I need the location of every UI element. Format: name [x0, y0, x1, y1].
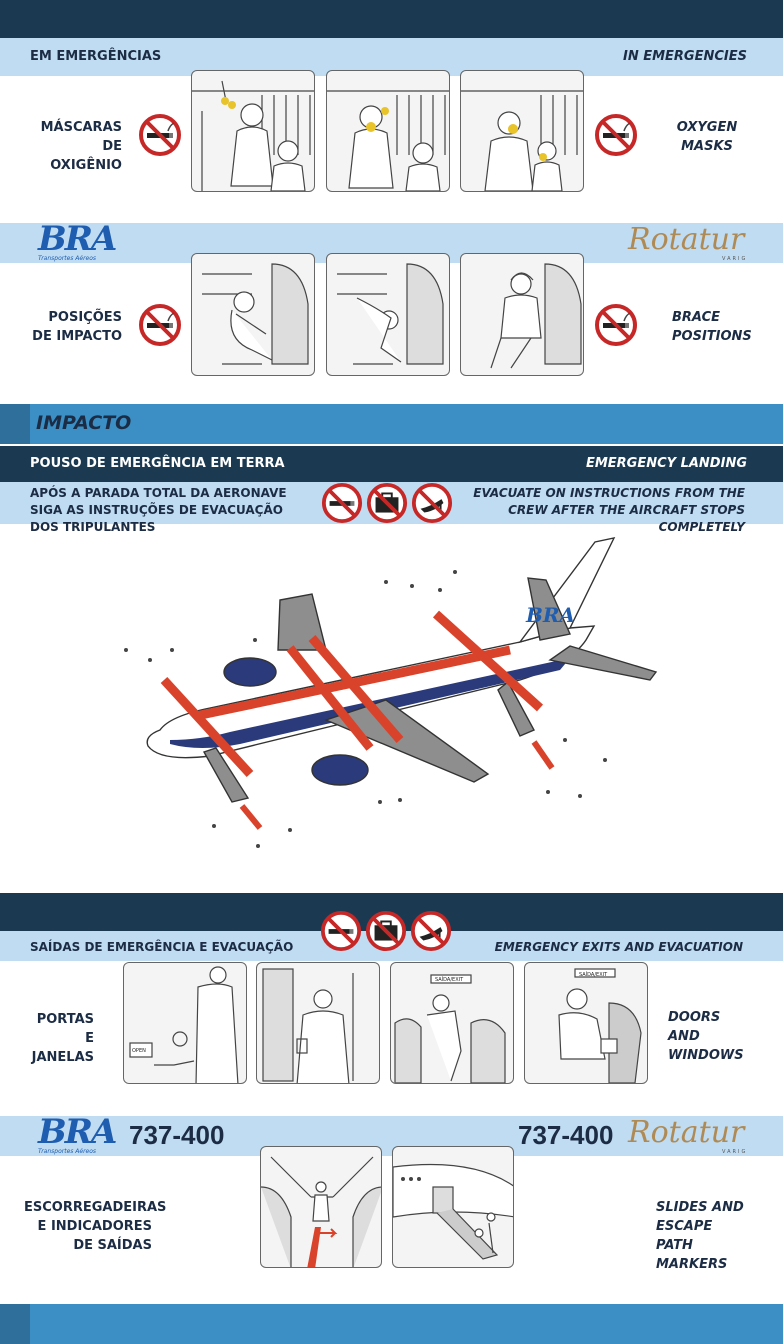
no-smoking-icon: [139, 114, 181, 156]
brace-position-illustration-1: [191, 253, 315, 376]
section1-header-band: [0, 38, 783, 76]
top-dark-band: [0, 0, 783, 38]
bottom-band: [0, 1304, 783, 1344]
section1-title-en: IN EMERGENCIES: [622, 49, 747, 64]
no-high-heels-icon: [410, 910, 452, 952]
no-high-heels-icon: [411, 482, 453, 524]
section2-instruction-en: EVACUATE ON INSTRUCTIONS FROM THE CREW A…: [473, 486, 745, 534]
no-smoking-icon: [139, 304, 181, 346]
doors-label-en: DOORS AND WINDOWS: [668, 1010, 744, 1063]
no-smoking-icon: [321, 482, 363, 524]
section3-title-en: EMERGENCY EXITS AND EVACUATION: [494, 940, 743, 954]
evacuation-aircraft-diagram: BRA: [124, 537, 658, 848]
door-illustration-2: [256, 962, 380, 1084]
exit-sign: SAÍDA/EXIT: [435, 976, 464, 983]
escape-path-markers-illustration: [260, 1146, 382, 1268]
brand-band-2: [0, 1116, 783, 1156]
oxygen-label-pt: MÁSCARAS DE OXIGÊNIO: [40, 120, 122, 173]
slide-illustration: [392, 1146, 514, 1268]
aircraft-model-right: 737-400: [518, 1120, 614, 1150]
section2-header-band: [0, 446, 783, 482]
brace-label-en: BRACE POSITIONS: [672, 310, 752, 344]
section1-title-pt: EM EMERGÊNCIAS: [30, 49, 162, 64]
no-smoking-icon: [320, 910, 362, 952]
no-baggage-icon: [366, 482, 408, 524]
rotatur-subtitle: VARIG: [722, 256, 748, 262]
bottom-tab: [0, 1304, 30, 1344]
oxygen-label-en: OXYGEN MASKS: [676, 120, 738, 154]
impacto-band: [0, 404, 783, 444]
oxygen-mask-illustration-1: [191, 70, 315, 192]
window-exit-illustration-2: SAÍDA/EXIT: [524, 962, 648, 1084]
bra-subtitle: Transportes Aéreos: [38, 255, 97, 262]
no-baggage-icon: [365, 910, 407, 952]
section2-title-pt: POUSO DE EMERGÊNCIA EM TERRA: [30, 456, 285, 471]
impacto-title: IMPACTO: [36, 412, 132, 434]
bra-subtitle: Transportes Aéreos: [38, 1148, 97, 1155]
section2-title-en: EMERGENCY LANDING: [585, 456, 747, 471]
bra-logo: BRA: [38, 219, 117, 259]
brace-label-pt: POSIÇÕES DE IMPACTO: [32, 310, 122, 344]
aircraft-model-left: 737-400: [129, 1120, 225, 1150]
brace-position-illustration-3: [460, 253, 584, 376]
door-illustration-1: OPEN: [123, 962, 247, 1084]
exit-sign: SAÍDA/EXIT: [579, 971, 608, 978]
section3-title-pt: SAÍDAS DE EMERGÊNCIA E EVACUAÇÃO: [30, 940, 294, 954]
open-sign: OPEN: [132, 1048, 146, 1054]
section2-instruction-pt: APÓS A PARADA TOTAL DA AERONAVE SIGA AS …: [30, 486, 287, 534]
no-smoking-icon: [595, 114, 637, 156]
oxygen-mask-illustration-2: [326, 70, 450, 192]
rotatur-subtitle: VARIG: [722, 1149, 748, 1155]
window-exit-illustration-1: SAÍDA/EXIT: [390, 962, 514, 1084]
impacto-tab: [0, 404, 30, 444]
tail-bra-logo: BRA: [525, 603, 575, 627]
oxygen-mask-illustration-3: [460, 70, 584, 192]
bra-logo: BRA: [38, 1112, 117, 1152]
brace-position-illustration-2: [326, 253, 450, 376]
rotatur-logo: Rotatur: [628, 222, 745, 257]
slides-label-en: SLIDES AND ESCAPE PATH MARKERS: [656, 1200, 744, 1272]
doors-label-pt: PORTAS E JANELAS: [31, 1012, 94, 1065]
slides-label-pt: ESCORREGADEIRAS E INDICADORES DE SAÍDAS: [24, 1200, 167, 1253]
rotatur-logo: Rotatur: [628, 1115, 745, 1150]
no-smoking-icon: [595, 304, 637, 346]
